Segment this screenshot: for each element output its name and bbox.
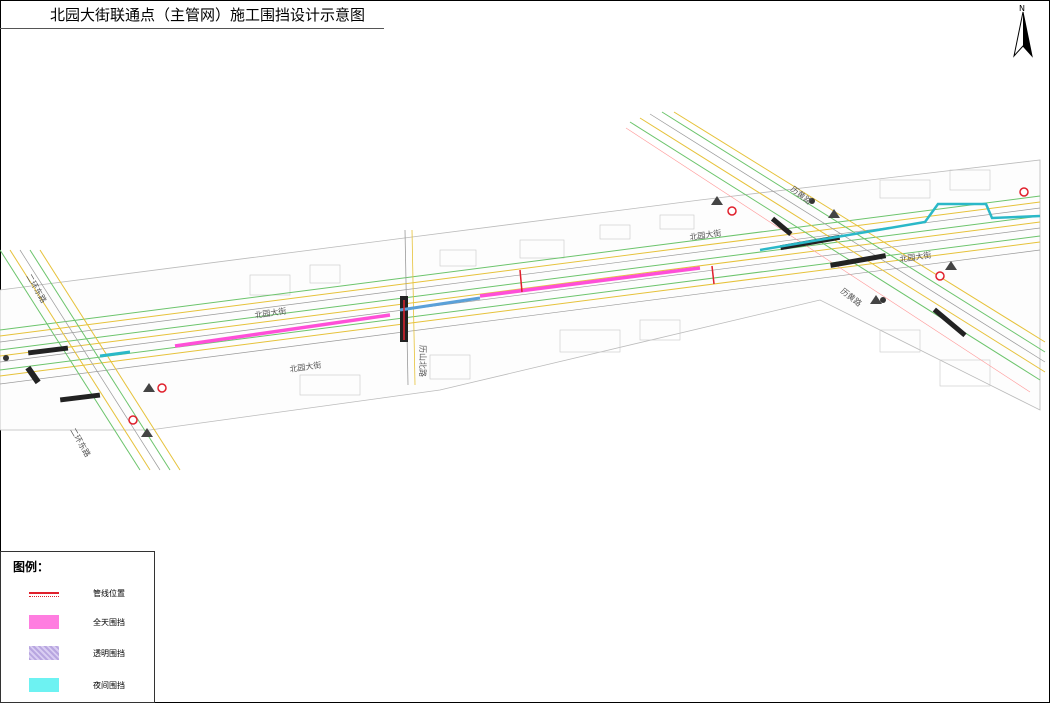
title-underline <box>0 28 384 29</box>
street-label-beiyuan-2: 北园大街 <box>289 360 322 374</box>
drawing-title: 北园大街联通点（主管网）施工围挡设计示意图 <box>50 6 366 24</box>
legend-swatch-all-day <box>29 615 59 629</box>
ring-road-east <box>0 249 181 471</box>
legend-swatch-transparent <box>29 646 59 660</box>
street-label-cross-road: 历山北路 <box>418 345 428 377</box>
legend-item-all-day: 全天围挡 <box>1 615 154 633</box>
legend-item-night: 夜间围挡 <box>1 678 154 696</box>
legend-label-transparent: 透明围挡 <box>93 649 125 658</box>
north-label: N <box>1019 4 1025 13</box>
legend-title: 图例： <box>13 560 50 574</box>
legend-box: 图例： 管线位置 全天围挡 透明围挡 夜间围挡 <box>0 551 155 703</box>
pipeline-markers <box>403 265 715 340</box>
legend-label-pipeline: 管线位置 <box>93 589 125 598</box>
legend-swatch-pipeline <box>29 592 59 598</box>
legend-label-night: 夜间围挡 <box>93 681 125 690</box>
legend-item-pipeline: 管线位置 <box>1 586 154 604</box>
legend-label-all-day: 全天围挡 <box>93 618 125 627</box>
street-label-ring-road-2: 二环东路 <box>68 426 93 459</box>
right-cross-road <box>625 111 1046 393</box>
north-arrow-icon <box>1013 11 1033 58</box>
legend-swatch-night <box>29 678 59 692</box>
street-label-beiyuan-4: 北园大街 <box>899 250 932 264</box>
traffic-sign-icons <box>3 187 1029 437</box>
night-barrier-segments <box>99 202 1041 358</box>
legend-item-transparent: 透明围挡 <box>1 646 154 664</box>
transparent-barrier-segment <box>399 296 481 312</box>
all-day-barrier-segments <box>174 266 701 348</box>
street-label-beiyuan-3: 北园大街 <box>689 228 722 242</box>
street-label-beiyuan-1: 北园大街 <box>254 306 287 320</box>
